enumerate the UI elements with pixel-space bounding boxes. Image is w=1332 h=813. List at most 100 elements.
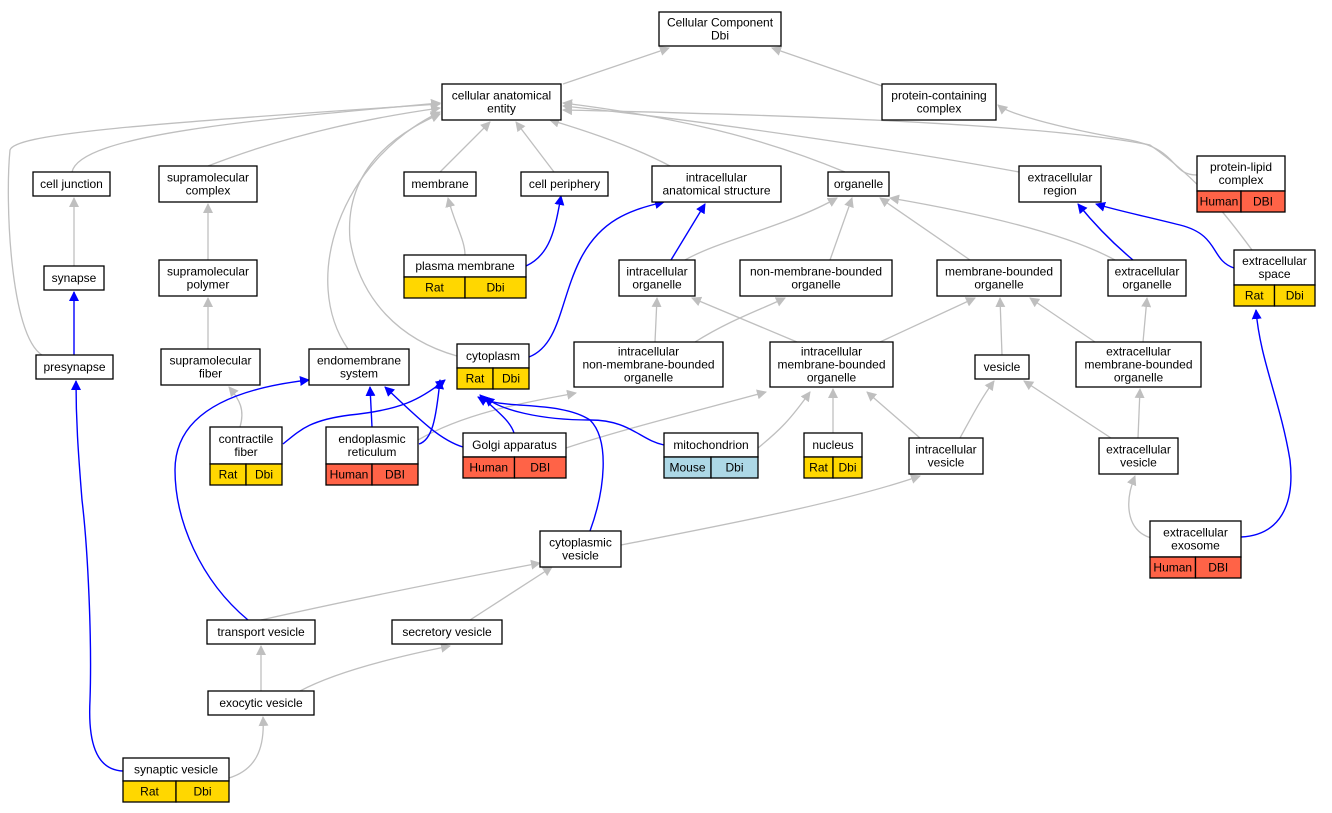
annotation-label: DBI [530, 461, 550, 475]
annotation-cell [1240, 190, 1286, 213]
is-a-edge [348, 112, 458, 357]
node-box [441, 83, 562, 121]
node-label: complex [1219, 173, 1264, 187]
part-of-edge [418, 379, 445, 445]
node-label: intracellular [801, 345, 862, 359]
node-box [658, 11, 782, 47]
node-label: vesicle [928, 456, 965, 470]
node-label: presynapse [43, 360, 105, 374]
part-of-edge [670, 203, 706, 261]
is-a-edge [228, 386, 243, 428]
is-a-edge [691, 296, 798, 343]
is-a-edge [7, 99, 441, 356]
annotation-cell [1194, 556, 1242, 579]
node-label: endomembrane [317, 354, 401, 368]
node-box [1196, 155, 1286, 192]
node-label: reticulum [348, 445, 397, 459]
node-box [391, 619, 503, 645]
node-label: membrane [411, 177, 469, 191]
node-tv[interactable]: transport vesicle [206, 619, 316, 645]
node-ves[interactable]: vesicle [974, 354, 1030, 380]
node-label: fiber [234, 445, 257, 459]
node-label: membrane-bounded [777, 358, 885, 372]
node-box [32, 171, 111, 197]
part-of-edge [525, 195, 565, 267]
is-a-edge [327, 111, 441, 350]
node-label: Cellular Component [667, 16, 774, 30]
annotation-label: Rat [219, 468, 238, 482]
node-sv[interactable]: secretory vesicle [391, 619, 503, 645]
node-box [539, 530, 622, 568]
node-label: endoplasmic [338, 432, 405, 446]
node-mem[interactable]: membrane [403, 171, 477, 197]
node-label: supramolecular [167, 265, 249, 279]
annotation-label: DBI [385, 468, 405, 482]
node-syn[interactable]: synapse [43, 265, 105, 291]
annotation-cell [710, 456, 759, 479]
node-cp[interactable]: cell periphery [520, 171, 609, 197]
node-org[interactable]: organelle [827, 171, 890, 197]
part-of-edge [1240, 309, 1292, 538]
node-label: nucleus [812, 438, 853, 452]
node-label: cell junction [40, 177, 103, 191]
annotation-cell [832, 456, 863, 479]
is-a-edge [562, 101, 1020, 173]
node-label: extracellular [1106, 443, 1171, 457]
part-of-edge [365, 386, 376, 428]
node-psn[interactable]: presynapse [35, 354, 114, 380]
is-a-edge [71, 98, 441, 173]
node-label: contractile [219, 432, 274, 446]
node-box [1075, 341, 1202, 388]
node-box [663, 432, 759, 458]
node-label: organelle [834, 177, 884, 191]
node-inmbo[interactable]: intracellularnon-membrane-boundedorganel… [573, 341, 724, 388]
is-a-edge [565, 389, 767, 449]
annotation-label: Rat [1245, 289, 1264, 303]
annotation-cell [175, 780, 230, 803]
node-box [1233, 249, 1316, 286]
node-label: secretory vesicle [402, 625, 492, 639]
part-of-edge [1095, 201, 1235, 269]
annotation-label: Human [1153, 561, 1192, 575]
node-box [936, 259, 1062, 297]
node-label: organelle [791, 278, 841, 292]
node-label: plasma membrane [415, 259, 515, 273]
node-exv[interactable]: exocytic vesicle [207, 690, 315, 716]
node-box [573, 341, 724, 388]
part-of-edge [528, 199, 665, 358]
annotation-label: Dbi [838, 461, 856, 475]
node-label: organelle [974, 278, 1024, 292]
node-label: extracellular [1106, 345, 1171, 359]
node-cj[interactable]: cell junction [32, 171, 111, 197]
